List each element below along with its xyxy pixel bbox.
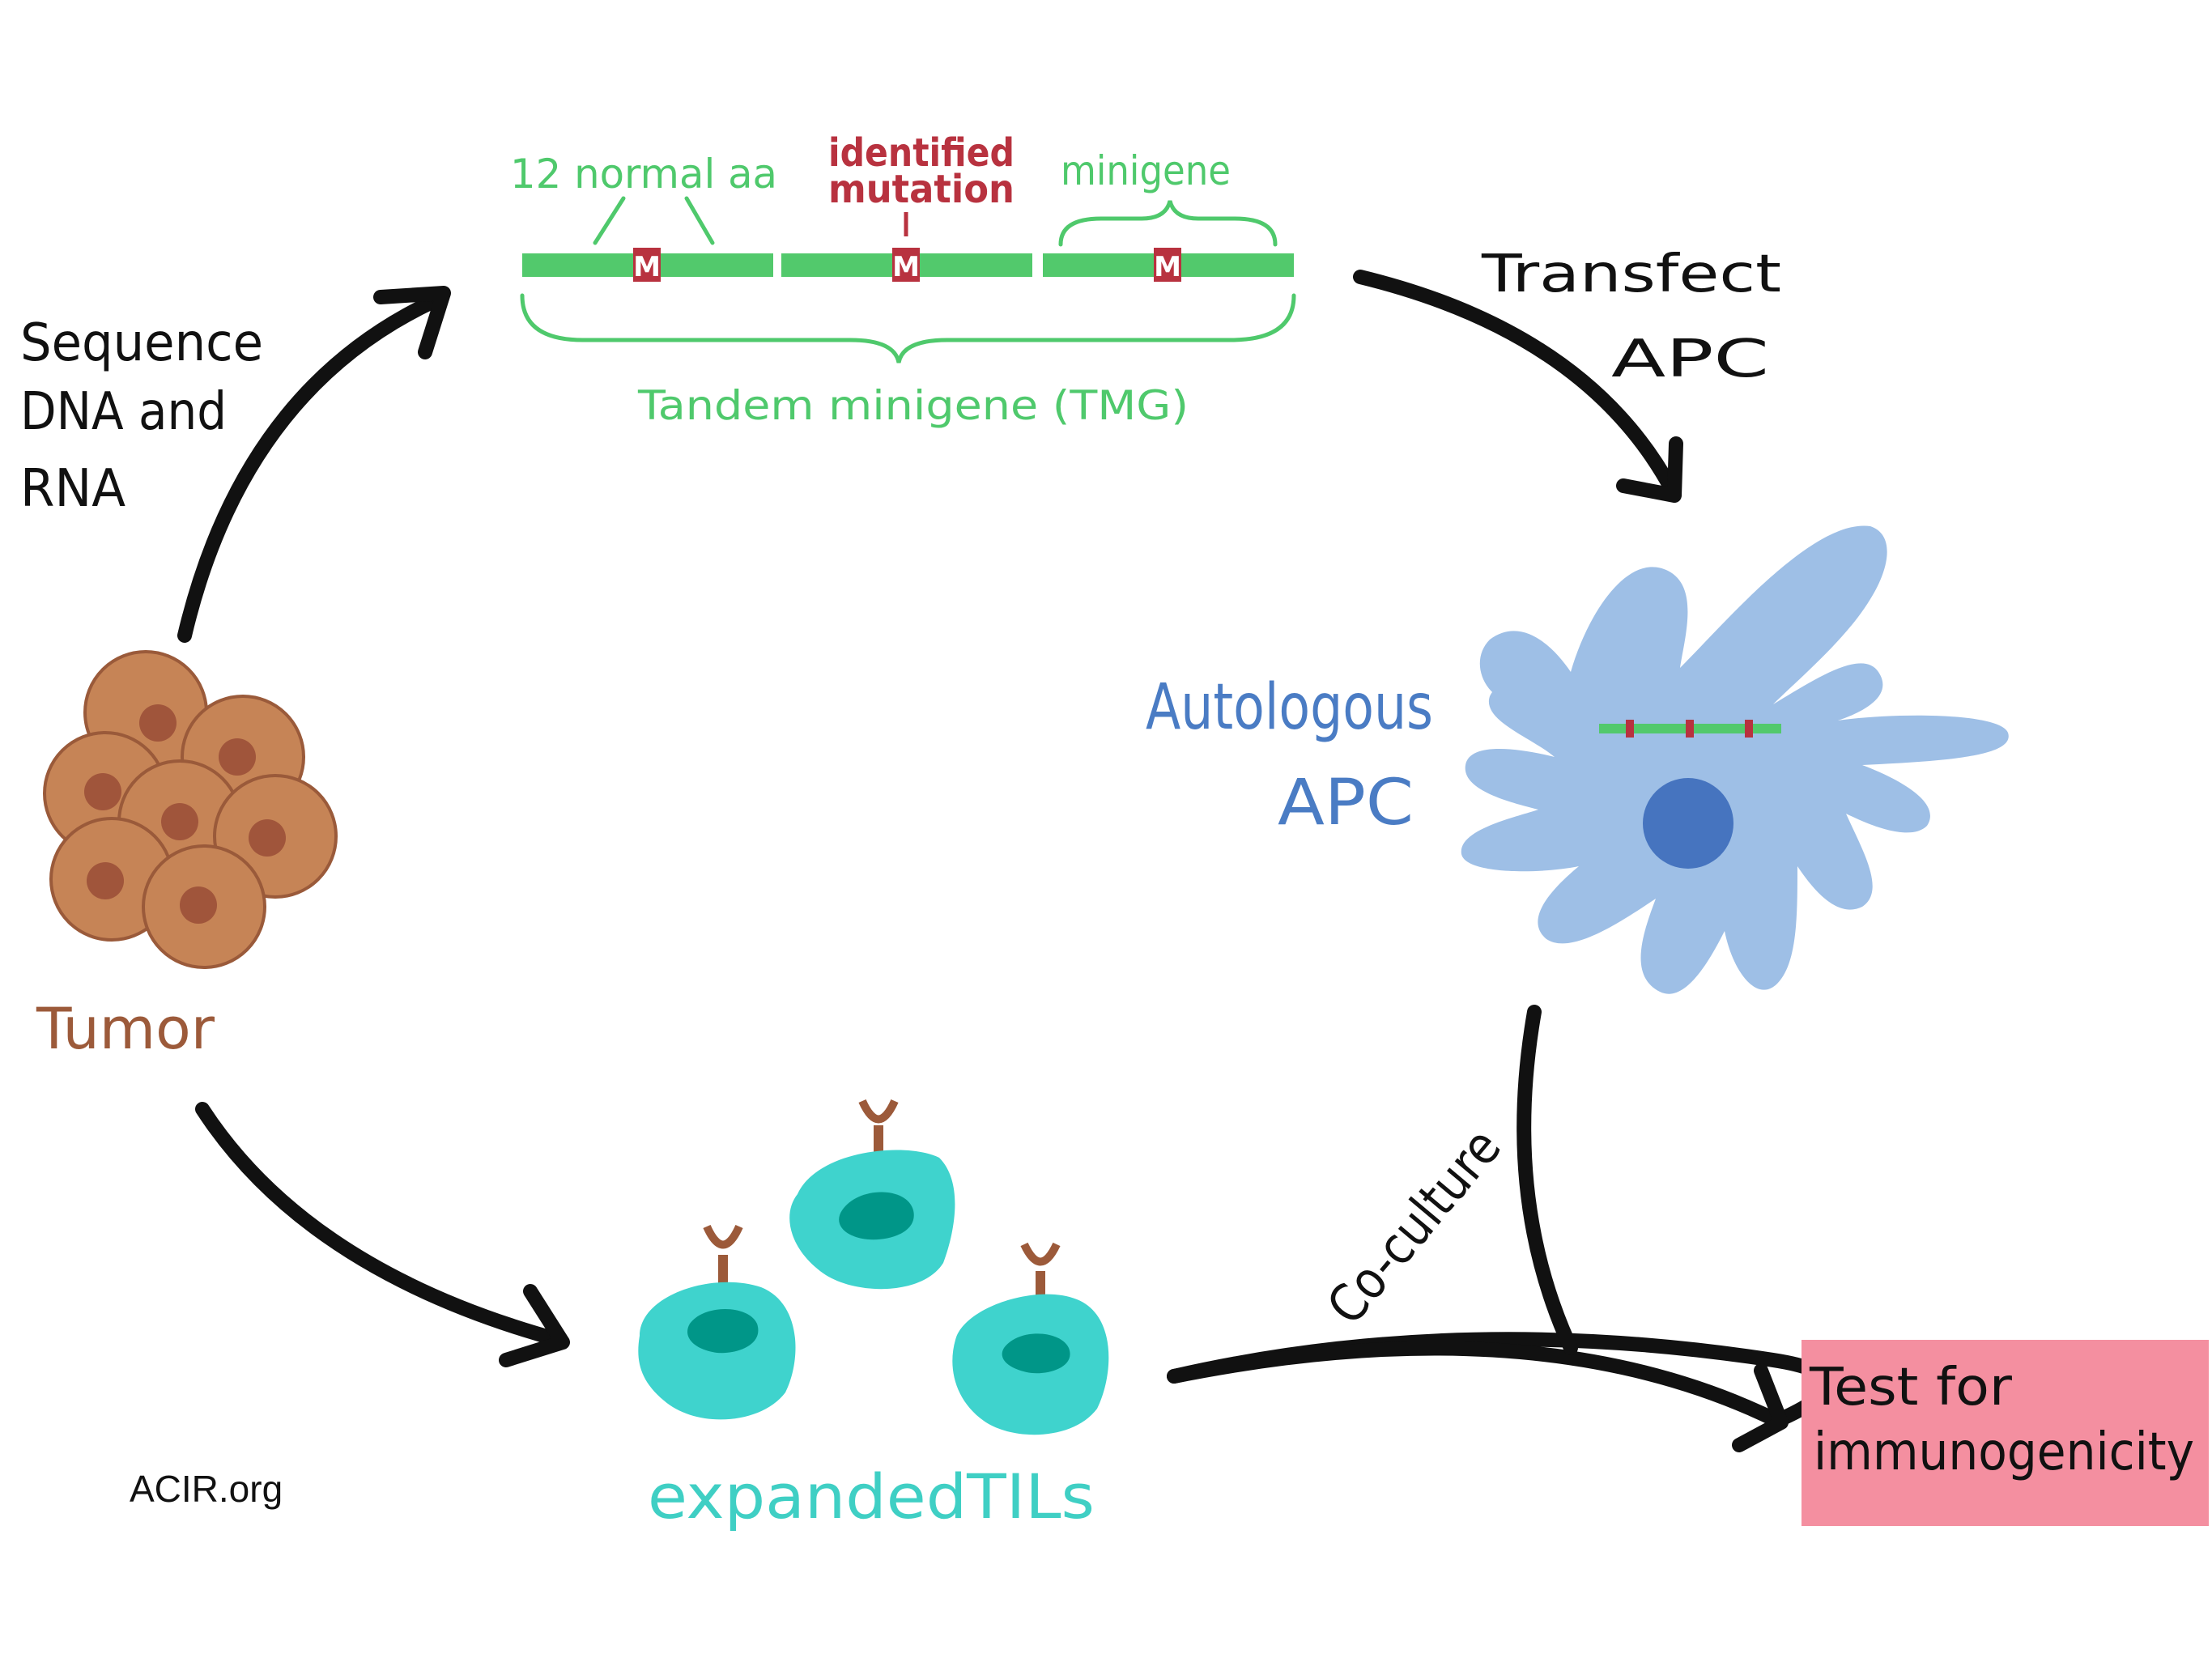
tumor-nucleus: [161, 803, 198, 840]
til-cell: [789, 1099, 955, 1290]
test-label-line2: immunogenicity: [1814, 1422, 2194, 1482]
identified-mutation-label-line2: mutation: [828, 167, 1015, 212]
apc-cell: [1461, 525, 2009, 994]
arrow-tmg-to-apc: [1353, 270, 1679, 497]
normal-aa-label: 12 normal aa: [510, 151, 777, 198]
normal-aa-pointer: [593, 196, 626, 245]
transfect-label-line2: APC: [1611, 329, 1769, 389]
arrow-head: [1732, 1363, 1789, 1452]
mutation-marker: M: [892, 251, 920, 283]
arrow-head: [1616, 436, 1683, 503]
tumor-label: Tumor: [36, 996, 215, 1062]
tumor-nucleus: [84, 773, 121, 810]
acir-credit: ACIR.org: [130, 1468, 283, 1510]
apc-tmg-mutation: [1626, 720, 1634, 738]
arrow-tils-to-test-main: [1167, 1341, 1784, 1428]
til-nucleus: [1002, 1333, 1070, 1374]
tumor-nucleus: [219, 738, 256, 776]
mutation-site: [892, 248, 920, 282]
apc-tmg-mutation: [1686, 720, 1694, 738]
apc-body: [1461, 525, 2009, 994]
tandem-minigene-construct: M M M 12 normal aa identified mutation m…: [510, 130, 1296, 429]
apc-transfected-tmg: [1599, 720, 1781, 738]
test-box: [1802, 1340, 2209, 1526]
arrow-head: [373, 286, 451, 359]
transfect-label-line1: Transfect: [1481, 244, 1781, 304]
mutation-marker: M: [633, 251, 661, 283]
sequence-label-line3: RNA: [20, 459, 125, 519]
tumor-nucleus: [87, 862, 124, 899]
co-culture-label: Co-culture: [1317, 1118, 1513, 1337]
arrow-tumor-to-tils: [195, 1102, 566, 1347]
tumor-cluster: [43, 650, 338, 969]
til-nucleus: [839, 1192, 914, 1240]
mutation-site: [633, 248, 661, 282]
til-cell: [952, 1242, 1109, 1435]
minigene-brace: [1058, 200, 1278, 247]
normal-aa-pointer: [684, 196, 715, 245]
til-cell: [638, 1224, 796, 1420]
identified-mutation-label-line1: identified: [828, 130, 1015, 176]
arrow-head: [499, 1284, 570, 1367]
til-nucleus: [687, 1308, 759, 1354]
mutation-site: [1154, 248, 1181, 282]
autologous-apc-label-line2: APC: [1278, 767, 1414, 840]
til-receptor-cup: [858, 1099, 899, 1124]
til-receptor-cup: [703, 1224, 743, 1249]
tmg-label: Tandem minigene (TMG): [637, 382, 1189, 429]
tumor-nucleus: [180, 886, 217, 924]
arrow-tumor-to-sequence: [177, 292, 445, 643]
tumor-nucleus: [249, 819, 286, 857]
sequence-label-line2: DNA and: [20, 382, 227, 442]
tumor-nucleus: [139, 704, 177, 742]
minigene-label: minigene: [1061, 147, 1231, 194]
til-cluster: [638, 1099, 1109, 1435]
mutation-marker: M: [1154, 251, 1181, 283]
til-receptor-cup: [1020, 1242, 1061, 1266]
apc-nucleus: [1643, 778, 1733, 869]
arrow-apc-to-coculture: [1516, 1005, 1578, 1355]
test-label-line1: Test for: [1809, 1358, 2013, 1418]
apc-tmg-mutation: [1745, 720, 1753, 738]
tmg-brace: [520, 293, 1296, 363]
sequence-label-line1: Sequence: [20, 313, 263, 373]
expanded-tils-label: expandedTILs: [648, 1460, 1095, 1533]
autologous-apc-label-line1: Autologous: [1146, 671, 1433, 744]
